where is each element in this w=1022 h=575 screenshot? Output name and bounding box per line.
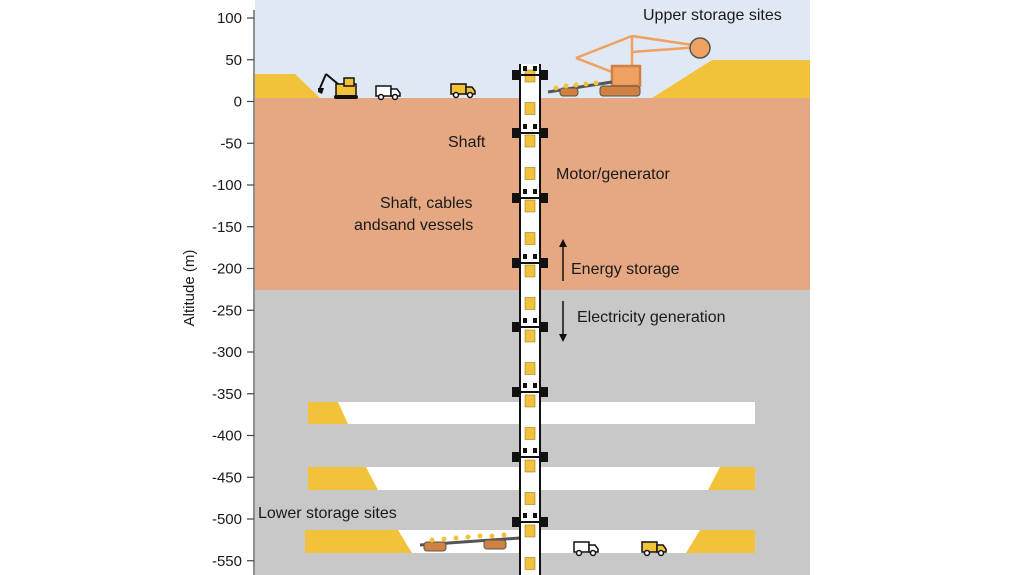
motor-generator-icon bbox=[512, 66, 548, 80]
shaft-cables-label-line2: andsand vessels bbox=[354, 217, 473, 234]
sand-vessel-icon bbox=[524, 427, 536, 440]
motor-generator-icon bbox=[512, 189, 548, 203]
y-axis-tick-label: -500 bbox=[212, 511, 242, 528]
sand-vessel-icon bbox=[524, 297, 536, 310]
excavator-icon bbox=[318, 73, 358, 99]
sand-vessel-icon bbox=[524, 102, 536, 115]
y-axis-tick-label: -450 bbox=[212, 469, 242, 486]
bucket-wheel-excavator-icon bbox=[547, 34, 711, 97]
electricity-generation-label: Electricity generation bbox=[577, 309, 726, 326]
shaft-label: Shaft bbox=[448, 134, 486, 151]
y-axis-tick-label: -100 bbox=[212, 177, 242, 194]
y-axis-tick-label: -200 bbox=[212, 261, 242, 278]
motor-generator-icon bbox=[512, 383, 548, 397]
motor-generator-icon bbox=[512, 448, 548, 462]
motor-generator-icon bbox=[512, 513, 548, 527]
sand-vessel-icon bbox=[524, 134, 536, 148]
y-axis-tick-label: -150 bbox=[212, 219, 242, 236]
sand-vessel-icon bbox=[524, 492, 536, 505]
motor-generators bbox=[512, 66, 548, 527]
upper-storage-label: Upper storage sites bbox=[643, 7, 782, 24]
electricity-generation-arrow bbox=[559, 301, 567, 342]
truck-icon bbox=[573, 541, 599, 557]
y-axis-tick-label: -50 bbox=[220, 135, 242, 152]
sand-vessel-icon bbox=[524, 329, 536, 343]
motor-generator-icon bbox=[512, 318, 548, 332]
sand-vessel-icon bbox=[524, 557, 536, 570]
sand-vessel-icon bbox=[524, 232, 536, 245]
upper-sand-pile-left bbox=[255, 74, 320, 98]
y-axis-tick-label: -400 bbox=[212, 428, 242, 445]
motor-generator-icon bbox=[512, 124, 548, 138]
motor-generator-label: Motor/generator bbox=[556, 166, 671, 183]
y-axis-tick-label: 0 bbox=[234, 94, 242, 111]
energy-storage-label: Energy storage bbox=[571, 261, 680, 278]
sand-vessel-icon bbox=[524, 199, 536, 213]
motor-generator-icon bbox=[512, 254, 548, 268]
shaft-cables-label-line1: Shaft, cables bbox=[380, 195, 473, 212]
sand-vessels bbox=[524, 69, 536, 570]
lower-storage-label: Lower storage sites bbox=[258, 505, 397, 522]
y-axis-tick-label: -300 bbox=[212, 344, 242, 361]
y-axis-tick-label: 50 bbox=[225, 52, 242, 69]
sand-vessel-icon bbox=[524, 167, 536, 180]
y-axis-tick-label: -350 bbox=[212, 386, 242, 403]
sand-vessel-icon bbox=[524, 459, 536, 473]
upper-sand-pile-right bbox=[652, 60, 810, 98]
sand-vessel-icon bbox=[524, 362, 536, 375]
truck-icon bbox=[375, 85, 401, 101]
truck-icon bbox=[450, 83, 476, 99]
y-axis: 100 50 0 -50 -100 -150 -200 -250 -300 -350 -400 -45… bbox=[212, 10, 255, 575]
y-axis-tick-label: 100 bbox=[217, 10, 242, 27]
y-axis-tick-label: -250 bbox=[212, 302, 242, 319]
conveyor-icon bbox=[553, 80, 599, 91]
energy-storage-arrow bbox=[559, 239, 567, 281]
y-axis-tick-label: -550 bbox=[212, 553, 242, 570]
sand-vessel-icon bbox=[524, 394, 536, 408]
truck-icon bbox=[641, 541, 667, 557]
sand-vessel-icon bbox=[524, 524, 536, 538]
conveyor-icon bbox=[419, 532, 521, 552]
y-axis-title: Altitude (m) bbox=[181, 250, 198, 327]
sand-vessel-icon bbox=[524, 264, 536, 278]
